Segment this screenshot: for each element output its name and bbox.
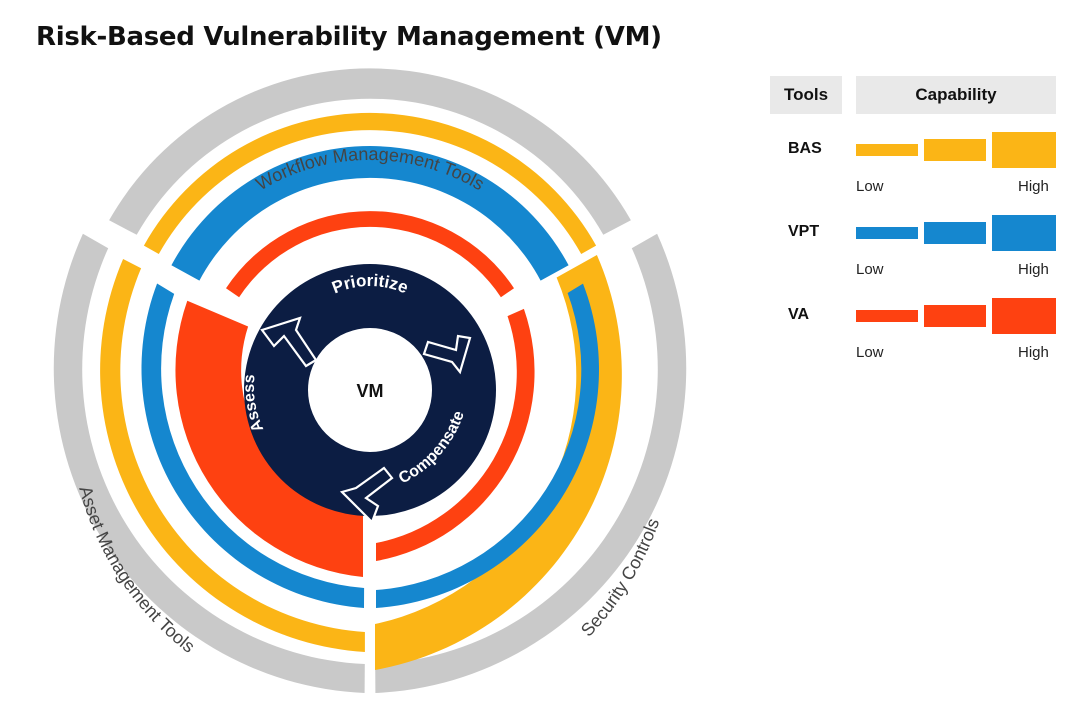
legend-tool-label: BAS — [788, 140, 822, 157]
ring-workflow-segment — [109, 68, 631, 235]
va-left-arc — [175, 300, 363, 577]
ring-asset-segment — [53, 233, 365, 694]
capability-bar-medium — [924, 305, 986, 327]
capability-bar-high — [992, 298, 1056, 334]
legend-low-label: Low — [856, 178, 884, 195]
capability-bar-low — [856, 144, 918, 156]
ring-security-segment — [375, 233, 687, 694]
vpt-right-arc — [376, 283, 599, 608]
legend-low-label: Low — [856, 261, 884, 278]
legend-row: VPT Low High — [770, 215, 1060, 298]
cycle-ring — [244, 264, 496, 516]
bas-top-arc — [143, 112, 597, 254]
legend-tool-label: VA — [788, 306, 810, 323]
va-right-arc — [376, 308, 535, 561]
capability-bar-medium — [924, 222, 986, 244]
legend-high-label: High — [1018, 178, 1049, 195]
legend-header: Tools Capability — [770, 76, 1060, 116]
capability-bar-low — [856, 227, 918, 239]
tools-header: Tools — [770, 76, 842, 114]
capability-bar-medium — [924, 139, 986, 161]
vpt-top-arc — [171, 146, 569, 281]
arrow-icon — [339, 466, 394, 524]
center-label: VM — [357, 381, 384, 401]
vpt-left-arc — [141, 283, 365, 608]
arrow-icon — [422, 334, 472, 375]
va-top-arc — [226, 211, 514, 298]
capability-bar-high — [992, 132, 1056, 168]
legend-tool-label: VPT — [788, 223, 820, 240]
arrow-icon — [260, 316, 318, 368]
legend-high-label: High — [1018, 344, 1049, 361]
capability-bar-high — [992, 215, 1056, 251]
capability-bar-low — [856, 310, 918, 322]
legend-row: VA Low High — [770, 298, 1060, 381]
capability-header: Capability — [856, 76, 1056, 114]
legend-high-label: High — [1018, 261, 1049, 278]
bas-left-arc — [100, 259, 365, 652]
legend-low-label: Low — [856, 344, 884, 361]
page-title: Risk-Based Vulnerability Management (VM) — [36, 22, 662, 52]
legend-row: BAS Low High — [770, 132, 1060, 215]
